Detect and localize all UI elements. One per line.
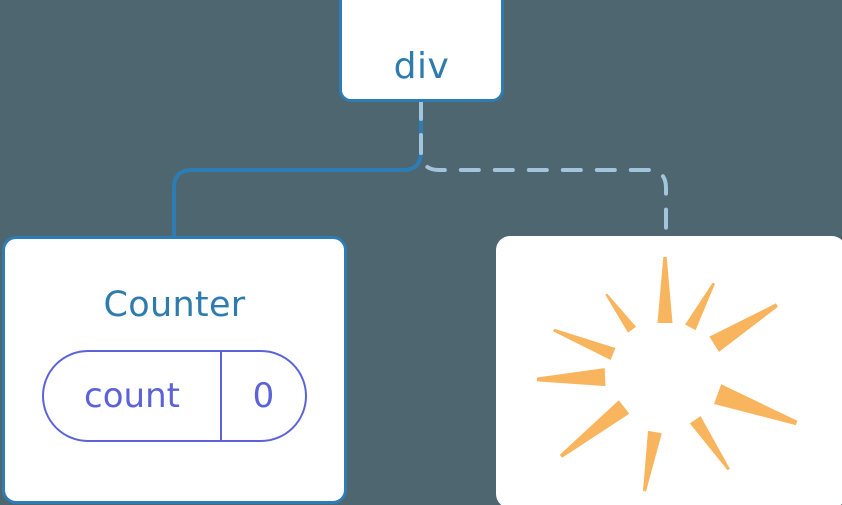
burst-ray-5: [559, 400, 630, 458]
burst-ray-4: [537, 368, 606, 387]
burst-ray-9: [709, 303, 778, 352]
node-div[interactable]: div: [339, 0, 504, 102]
burst-ray-2: [605, 293, 637, 333]
node-div-label: div: [393, 46, 450, 87]
state-key: count: [44, 352, 222, 440]
state-pill[interactable]: count 0: [42, 350, 307, 442]
burst-ray-3: [553, 328, 616, 360]
state-value: 0: [252, 376, 275, 416]
burst-ray-10: [685, 282, 715, 331]
edge-div-to-effect: [419, 99, 668, 238]
node-counter[interactable]: Counter count 0: [2, 236, 347, 504]
node-counter-label: Counter: [103, 285, 246, 325]
burst-ray-6: [643, 430, 662, 492]
edge-div-to-counter: [172, 99, 423, 238]
burst-ray-7: [689, 416, 730, 471]
burst-ray-1: [657, 257, 673, 323]
node-effect[interactable]: [496, 236, 842, 505]
sparkle-burst-icon: [537, 257, 798, 492]
burst-ray-8: [714, 384, 798, 426]
